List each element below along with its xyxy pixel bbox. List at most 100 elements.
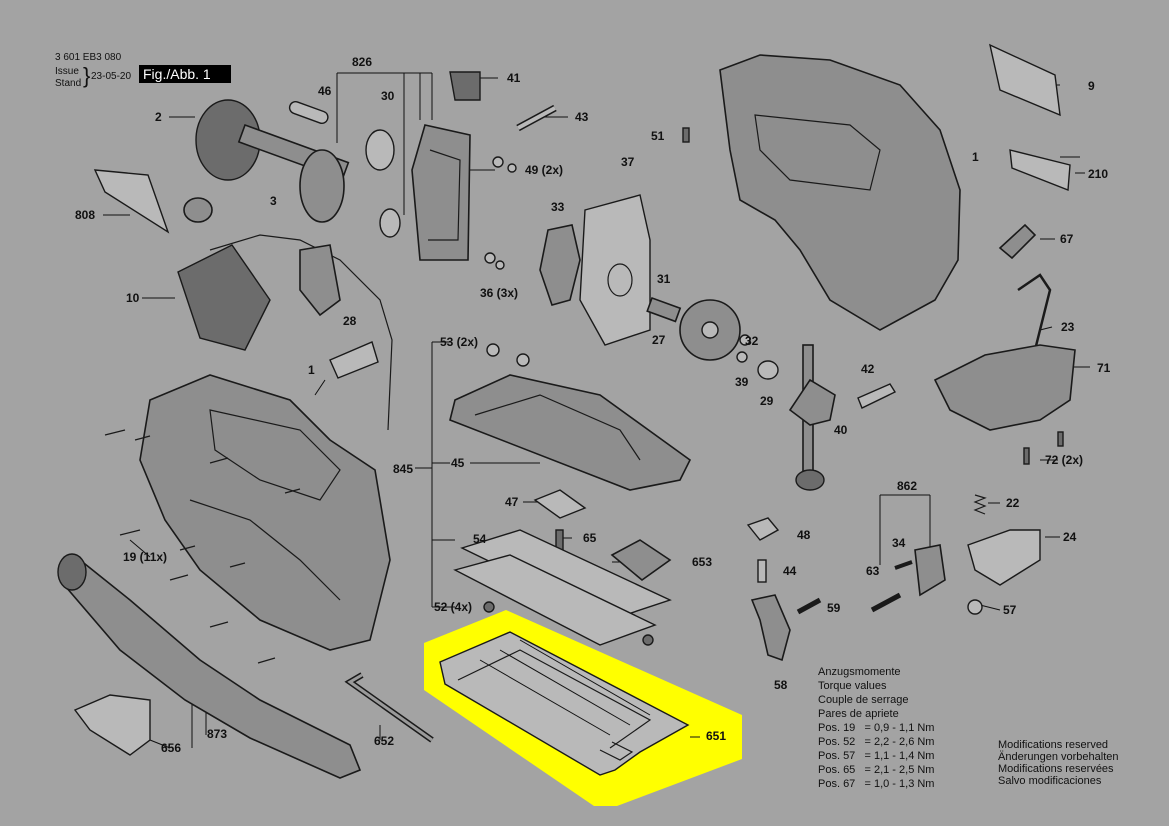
label-653: 653: [692, 555, 712, 569]
label-53: 53 (2x): [440, 335, 478, 349]
figure-label: Fig./Abb. 1: [143, 66, 211, 82]
label-862: 862: [897, 479, 917, 493]
torque-row-57: Pos. 57 = 1,1 - 1,4 Nm: [818, 750, 935, 762]
label-71: 71: [1097, 361, 1111, 375]
torque-row-19: Pos. 19 = 0,9 - 1,1 Nm: [818, 722, 935, 734]
part-45-baseplate[interactable]: [449, 374, 692, 491]
modifications-fr: Modifications reservées: [998, 763, 1114, 775]
label-651: 651: [706, 729, 726, 743]
label-29: 29: [760, 394, 774, 408]
part-59[interactable]: [796, 597, 822, 615]
part-brush-holder[interactable]: [299, 244, 341, 317]
part-10-switch[interactable]: [177, 197, 393, 431]
label-32: 32: [745, 334, 759, 348]
part-873-dust-adapter[interactable]: [57, 553, 362, 779]
part-34[interactable]: [894, 544, 946, 597]
part-29[interactable]: [757, 360, 779, 380]
label-44: 44: [783, 564, 797, 578]
modifications-de: Änderungen vorbehalten: [998, 751, 1119, 763]
part-52-screws[interactable]: [483, 601, 654, 646]
part-808-label[interactable]: [93, 169, 170, 234]
part-28[interactable]: [329, 341, 379, 379]
part-30-washer[interactable]: [365, 129, 395, 171]
label-1-left: 1: [308, 363, 315, 377]
label-42: 42: [861, 362, 875, 376]
label-24: 24: [1063, 530, 1077, 544]
part-27-gear[interactable]: [679, 299, 741, 361]
part-41[interactable]: [449, 71, 481, 101]
label-36: 36 (3x): [480, 286, 518, 300]
part-63-pin[interactable]: [870, 592, 902, 613]
label-28: 28: [343, 314, 357, 328]
label-37: 37: [621, 155, 635, 169]
screws-19[interactable]: [104, 429, 301, 664]
part-656[interactable]: [73, 694, 151, 756]
label-52: 52 (4x): [434, 600, 472, 614]
label-27: 27: [652, 333, 666, 347]
part-9-label[interactable]: [989, 43, 1061, 117]
part-37-plate[interactable]: [579, 194, 651, 346]
label-23: 23: [1061, 320, 1075, 334]
label-39: 39: [735, 375, 749, 389]
torque-row-52: Pos. 52 = 2,2 - 2,6 Nm: [818, 736, 935, 748]
part-49-washers[interactable]: [492, 156, 517, 173]
label-30: 30: [381, 89, 395, 103]
label-43: 43: [575, 110, 589, 124]
label-58: 58: [774, 678, 788, 692]
part-23-spring[interactable]: [1017, 273, 1052, 351]
part-1-housing-left[interactable]: [139, 374, 391, 651]
label-59: 59: [827, 601, 841, 615]
label-873: 873: [207, 727, 227, 741]
part-2-armature[interactable]: [195, 99, 401, 238]
part-71[interactable]: [933, 344, 1076, 431]
label-22: 22: [1006, 496, 1020, 510]
label-845: 845: [393, 462, 413, 476]
issue-label: Issue Stand: [55, 66, 81, 90]
part-40-plunger[interactable]: [788, 344, 836, 491]
part-67[interactable]: [998, 223, 1037, 260]
part-42[interactable]: [857, 383, 897, 409]
part-46[interactable]: [288, 100, 330, 125]
part-54-plates[interactable]: [453, 529, 672, 646]
part-652-hex-key[interactable]: [344, 672, 434, 743]
part-58[interactable]: [750, 594, 791, 662]
part-36[interactable]: [484, 252, 505, 270]
part-gear-plate[interactable]: [411, 124, 471, 261]
part-210-label[interactable]: [1009, 149, 1071, 191]
label-51: 51: [651, 129, 665, 143]
issue-label-line2: Stand: [55, 78, 82, 89]
torque-title-en: Torque values: [818, 680, 887, 692]
label-33: 33: [551, 200, 565, 214]
torque-title-fr: Couple de serrage: [818, 694, 909, 706]
part-47[interactable]: [533, 489, 587, 519]
modifications-en: Modifications reserved: [998, 739, 1109, 751]
issue-date: 23-05-20: [91, 71, 132, 82]
part-48[interactable]: [746, 517, 780, 541]
part-32[interactable]: [739, 334, 751, 346]
part-39[interactable]: [736, 351, 748, 363]
part-653[interactable]: [610, 539, 672, 582]
part-651-shape[interactable]: [439, 631, 690, 776]
part-33[interactable]: [539, 224, 581, 306]
part-51[interactable]: [682, 127, 690, 143]
part-1-housing-right[interactable]: [719, 54, 961, 331]
label-10: 10: [126, 291, 140, 305]
part-43-pin[interactable]: [516, 104, 557, 132]
part-72-screws[interactable]: [1023, 431, 1064, 465]
part-44[interactable]: [757, 559, 767, 583]
label-57: 57: [1003, 603, 1017, 617]
label-652: 652: [374, 734, 394, 748]
label-34: 34: [892, 536, 906, 550]
label-40: 40: [834, 423, 848, 437]
label-46: 46: [318, 84, 332, 98]
label-3: 3: [270, 194, 277, 208]
part-24[interactable]: [967, 529, 1041, 586]
part-53[interactable]: [486, 343, 530, 367]
part-22-spring[interactable]: [973, 494, 987, 515]
part-57[interactable]: [967, 599, 983, 615]
doc-number: 3 601 EB3 080: [55, 52, 122, 63]
part-31[interactable]: [646, 296, 682, 323]
torque-values: Anzugsmomente Torque values Couple de se…: [818, 665, 934, 791]
label-54: 54: [473, 532, 487, 546]
